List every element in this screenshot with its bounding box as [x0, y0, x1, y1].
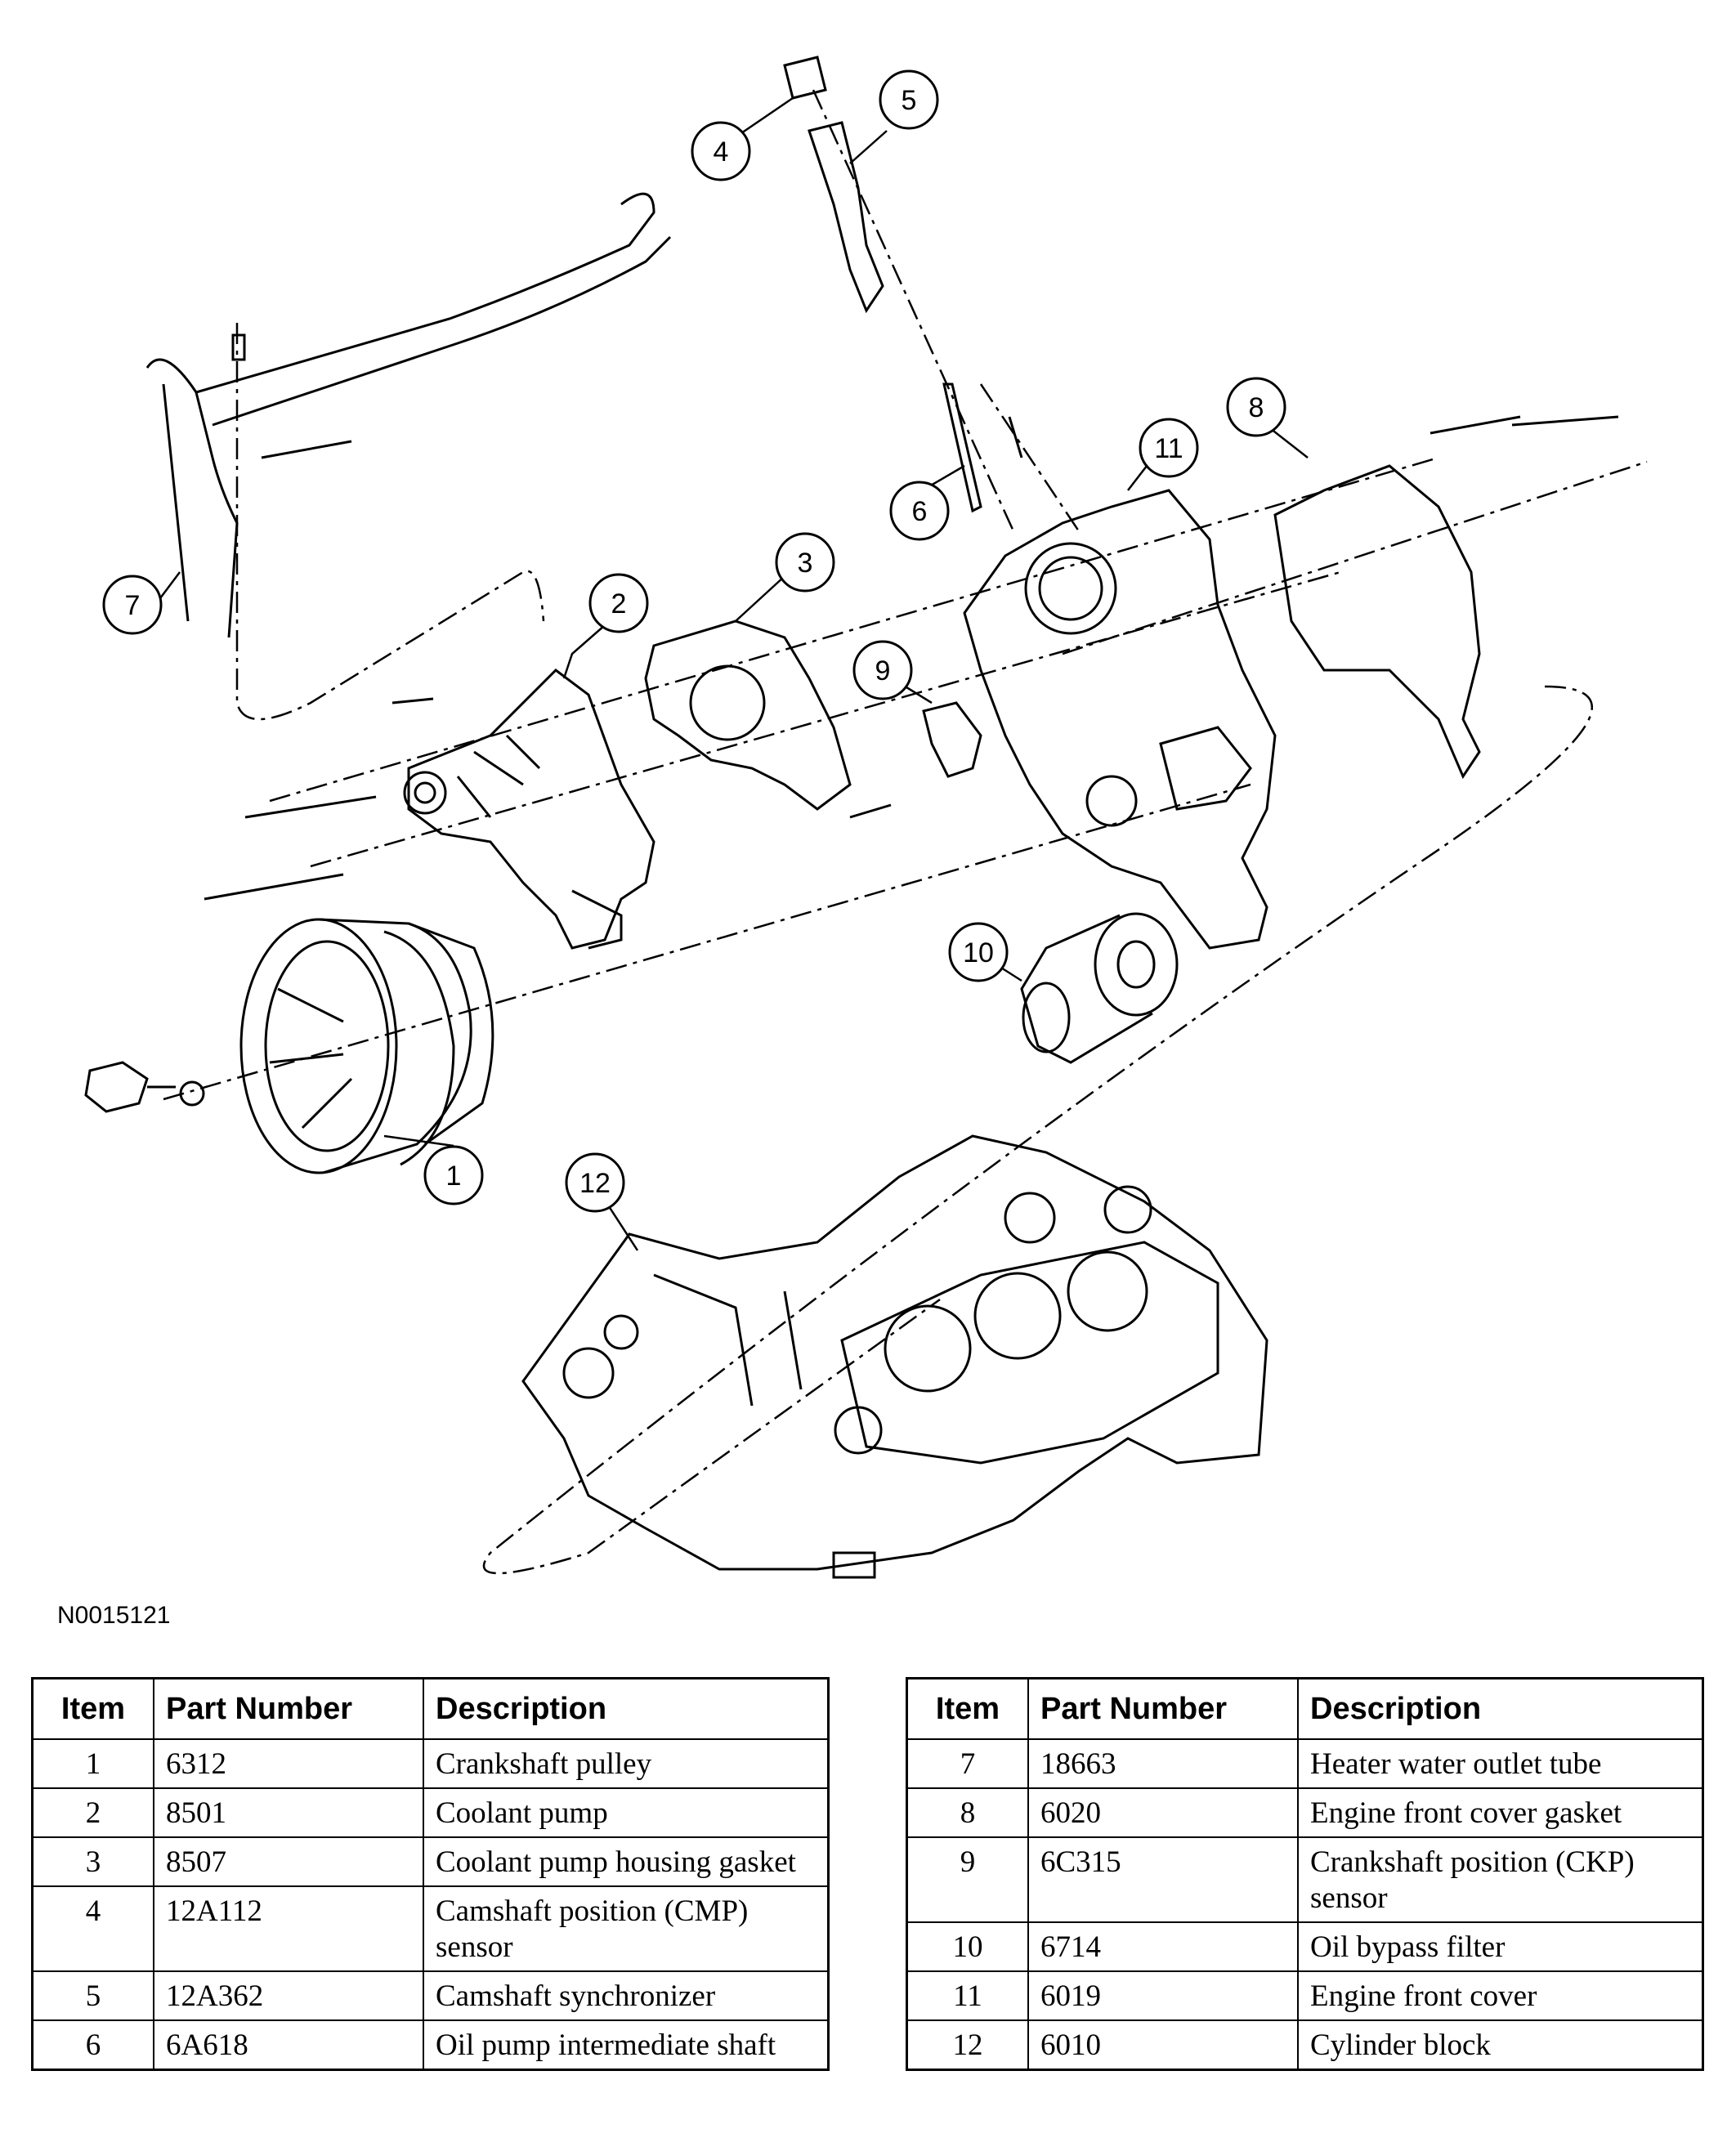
svg-text:11: 11	[1154, 433, 1183, 464]
header-description: Description	[1297, 1677, 1704, 1740]
part-number-cell: 6714	[1027, 1921, 1299, 1972]
part-number-cell: 12A362	[153, 1970, 424, 2021]
exploded-engine-diagram: 1 2 3 4 5 6 7 8 9 10 11 12	[84, 56, 1648, 1579]
part-number-cell: 6C315	[1027, 1836, 1299, 1923]
part-number-cell: 8501	[153, 1787, 424, 1838]
item-cell: 5	[31, 1970, 154, 2021]
description-cell: Oil bypass filter	[1297, 1921, 1704, 1972]
item-cell: 3	[31, 1836, 154, 1887]
svg-text:10: 10	[963, 937, 994, 968]
item-cell: 6	[31, 2019, 154, 2071]
oil-filter-drawing	[1020, 912, 1179, 1064]
description-cell: Crankshaft position (CKP) sensor	[1297, 1836, 1704, 1923]
centerlines	[163, 89, 1648, 1575]
engine-front-cover-drawing	[963, 489, 1277, 950]
description-cell: Heater water outlet tube	[1297, 1738, 1704, 1789]
part-number-cell: 6A618	[153, 2019, 424, 2071]
part-number-cell: 18663	[1027, 1738, 1299, 1789]
description-cell: Engine front cover	[1297, 1970, 1704, 2021]
description-cell: Cylinder block	[1297, 2019, 1704, 2071]
description-cell: Coolant pump housing gasket	[423, 1836, 830, 1887]
description-cell: Engine front cover gasket	[1297, 1787, 1704, 1838]
callout-1: 1	[423, 1145, 484, 1205]
part-number-cell: 6010	[1027, 2019, 1299, 2071]
item-cell: 2	[31, 1787, 154, 1838]
svg-text:12: 12	[579, 1168, 611, 1199]
item-cell: 4	[31, 1885, 154, 1972]
svg-text:6: 6	[912, 496, 928, 527]
callout-6: 6	[889, 481, 950, 541]
svg-text:9: 9	[875, 655, 891, 687]
description-cell: Coolant pump	[423, 1787, 830, 1838]
callout-3: 3	[775, 532, 835, 593]
header-item: Item	[31, 1677, 154, 1740]
ckp-sensor-drawing	[849, 701, 982, 819]
item-cell: 12	[906, 2019, 1029, 2071]
item-cell: 10	[906, 1921, 1029, 1972]
item-cell: 7	[906, 1738, 1029, 1789]
table-header-row: Item Part Number Description	[906, 1677, 1704, 1740]
item-cell: 8	[906, 1787, 1029, 1838]
description-cell: Camshaft position (CMP) sensor	[423, 1885, 830, 1972]
header-description: Description	[423, 1677, 830, 1740]
item-cell: 9	[906, 1836, 1029, 1923]
svg-text:8: 8	[1249, 392, 1264, 423]
callout-11: 11	[1139, 418, 1199, 478]
part-number-cell: 6312	[153, 1738, 424, 1789]
description-cell: Camshaft synchronizer	[423, 1970, 830, 2021]
leader-lines	[154, 96, 1309, 1251]
svg-text:2: 2	[611, 588, 627, 619]
description-cell: Oil pump intermediate shaft	[423, 2019, 830, 2071]
heater-outlet-tube-drawing	[145, 192, 672, 638]
item-cell: 1	[31, 1738, 154, 1789]
svg-text:3: 3	[798, 548, 813, 579]
callout-7: 7	[102, 575, 163, 635]
item-cell: 11	[906, 1970, 1029, 2021]
callout-10: 10	[948, 922, 1009, 982]
svg-text:4: 4	[714, 136, 729, 168]
header-part-number: Part Number	[1027, 1677, 1299, 1740]
svg-text:7: 7	[125, 590, 141, 621]
callout-8: 8	[1226, 377, 1286, 437]
figure-id: N0015121	[57, 1602, 171, 1629]
table-header-row: Item Part Number Description	[31, 1677, 830, 1740]
front-cover-gasket-drawing	[1273, 415, 1619, 780]
coolant-pump-drawing	[204, 669, 655, 950]
part-number-cell: 12A112	[153, 1885, 424, 1972]
svg-text:1: 1	[446, 1161, 462, 1192]
part-number-cell: 8507	[153, 1836, 424, 1887]
callouts: 1 2 3 4 5 6 7 8 9 10 11 12	[102, 69, 1286, 1213]
callout-9: 9	[852, 640, 913, 700]
svg-text:5: 5	[902, 85, 917, 116]
cylinder-block-drawing	[521, 1134, 1268, 1579]
callout-2: 2	[588, 573, 649, 633]
header-part-number: Part Number	[153, 1677, 424, 1740]
camshaft-synchronizer-drawing	[783, 56, 1023, 513]
callout-5: 5	[879, 69, 939, 130]
description-cell: Crankshaft pulley	[423, 1738, 830, 1789]
callout-12: 12	[565, 1152, 625, 1213]
part-number-cell: 6020	[1027, 1787, 1299, 1838]
header-item: Item	[906, 1677, 1029, 1740]
callout-4: 4	[691, 121, 751, 181]
part-number-cell: 6019	[1027, 1970, 1299, 2021]
crankshaft-pulley-drawing	[84, 918, 494, 1174]
coolant-pump-gasket-drawing	[644, 619, 852, 811]
